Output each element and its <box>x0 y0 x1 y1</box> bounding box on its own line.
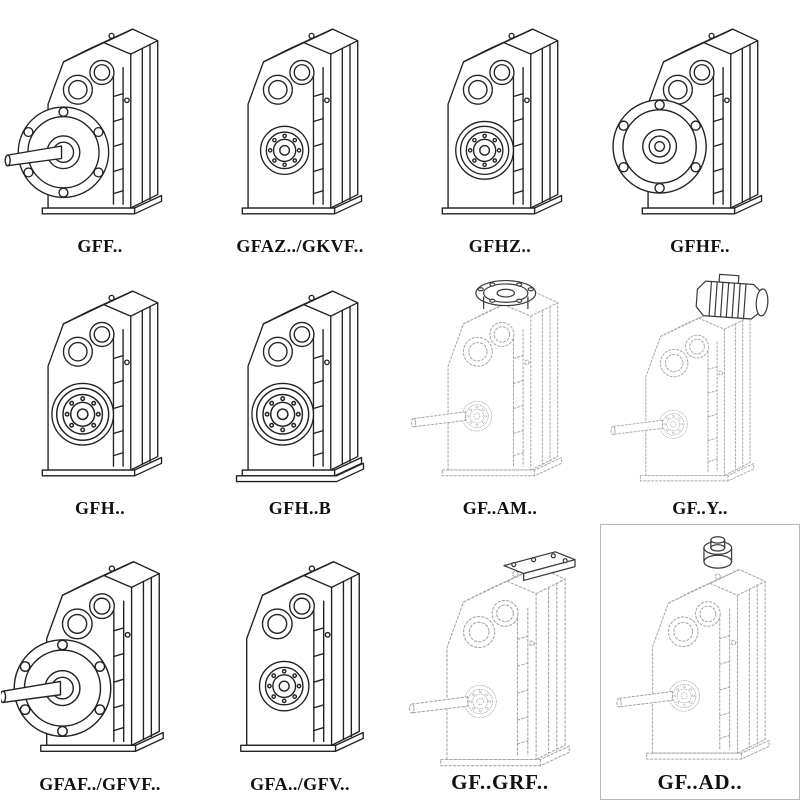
gearbox-drawing-input-adapter <box>616 536 770 760</box>
catalog-cell-gf-y: GF..Y.. <box>600 262 800 524</box>
catalog-cell-gf-am: GF..AM.. <box>400 262 600 524</box>
catalog-cell-gfhz: GFHZ.. <box>400 0 600 262</box>
model-label: GFHZ.. <box>468 236 532 256</box>
model-label: GF..AD.. <box>657 770 743 794</box>
model-label: GFAZ../GKVF.. <box>236 236 364 256</box>
gearbox-drawing-hollow-shaft <box>441 28 563 215</box>
gearbox-drawing-adapter-flange <box>410 279 563 477</box>
gearbox-drawing-with-motor <box>610 272 771 482</box>
gearbox-drawing-hollow-flange <box>612 28 763 215</box>
catalog-cell-gfa-gfv: GFA../GFV.. <box>200 524 400 800</box>
model-label: GFH..B <box>268 498 332 518</box>
catalog-cell-gfh: GFH.. <box>0 262 200 524</box>
catalog-cell-gf-ad: GF..AD.. <box>600 524 800 800</box>
model-label: GFHF.. <box>670 236 730 256</box>
catalog-cell-gfh-b: GFH..B <box>200 262 400 524</box>
model-label: GFAF../GFVF.. <box>39 774 161 794</box>
catalog-cell-gfaz-gkvf: GFAZ../GKVF.. <box>200 0 400 262</box>
gearbox-drawing-hollow-base <box>235 290 365 483</box>
catalog-cell-gfaf-gfvf: GFAF../GFVF.. <box>0 524 200 800</box>
catalog-cell-gff: GFF.. <box>0 0 200 262</box>
gearbox-drawing-shaft-variant <box>240 561 364 752</box>
catalog-cell-gf-grf: GF..GRF.. <box>400 524 600 800</box>
gearbox-drawing-cover-input <box>408 551 576 767</box>
model-label: GF..Y.. <box>672 498 728 518</box>
gearbox-drawing-output-flange <box>4 28 163 215</box>
gearbox-drawing-hollow-front <box>41 290 163 477</box>
gearbox-drawing-shaft-mounted <box>241 28 363 215</box>
model-label: GF..AM.. <box>462 498 538 518</box>
model-label: GF..GRF.. <box>451 770 549 794</box>
catalog-cell-gfhf: GFHF.. <box>600 0 800 262</box>
model-label: GFA../GFV.. <box>250 774 350 794</box>
model-label: GFH.. <box>75 498 125 518</box>
gearbox-drawing-flange-variant <box>1 561 164 752</box>
model-label: GFF.. <box>77 236 123 256</box>
